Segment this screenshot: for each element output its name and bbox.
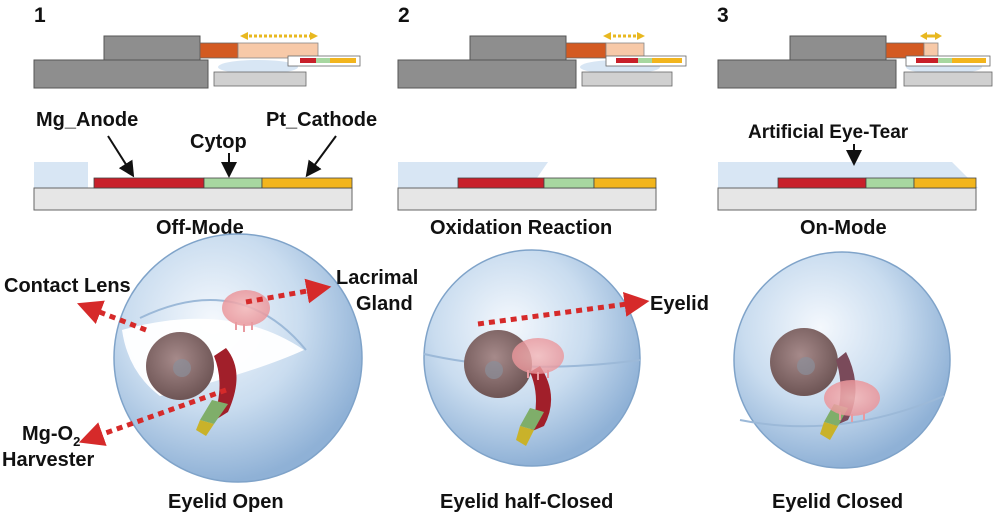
caption-eyelid-open: Eyelid Open [168,491,284,513]
label-mg-o2: Mg-O2 [22,423,80,449]
slider-schematic-3 [717,32,993,89]
cathode-pointer-arrow [305,135,337,178]
panel-number-2: 2 [398,4,410,27]
label-gland: Gland [356,293,413,315]
lacrimal-gland-arrow [245,278,332,305]
slider-schematic-2 [397,32,687,89]
panel-number-1: 1 [34,4,46,27]
label-eyelid: Eyelid [650,293,709,315]
label-cytop: Cytop [190,131,247,153]
label-mg-anode: Mg_Anode [36,109,138,131]
mode-caption-3: On-Mode [800,217,887,239]
cross-section-2 [397,162,657,211]
panel-number-3: 3 [717,4,729,27]
label-contact-lens: Contact Lens [4,275,131,297]
slider-schematic-1 [33,32,361,89]
label-artificial-eye-tear: Artificial Eye-Tear [748,122,909,143]
cross-section-1 [33,162,353,211]
mode-caption-2: Oxidation Reaction [430,217,612,239]
eye-illustration-closed [733,251,951,469]
label-pt-cathode: Pt_Cathode [266,109,377,131]
caption-eyelid-closed: Eyelid Closed [772,491,903,513]
eye-illustration-open [113,233,363,483]
label-harvester: Harvester [2,449,95,471]
caption-eyelid-half-closed: Eyelid half-Closed [440,491,613,513]
contact-lens-arrow [77,300,147,333]
eye-illustration-half-closed [423,249,641,467]
mode-caption-1: Off-Mode [156,217,244,239]
label-lacrimal: Lacrimal [336,267,418,289]
anode-pointer-arrow [107,135,135,178]
eyelid-arrow [477,291,650,327]
harvester-arrow [78,387,227,446]
cross-section-3 [717,162,978,211]
